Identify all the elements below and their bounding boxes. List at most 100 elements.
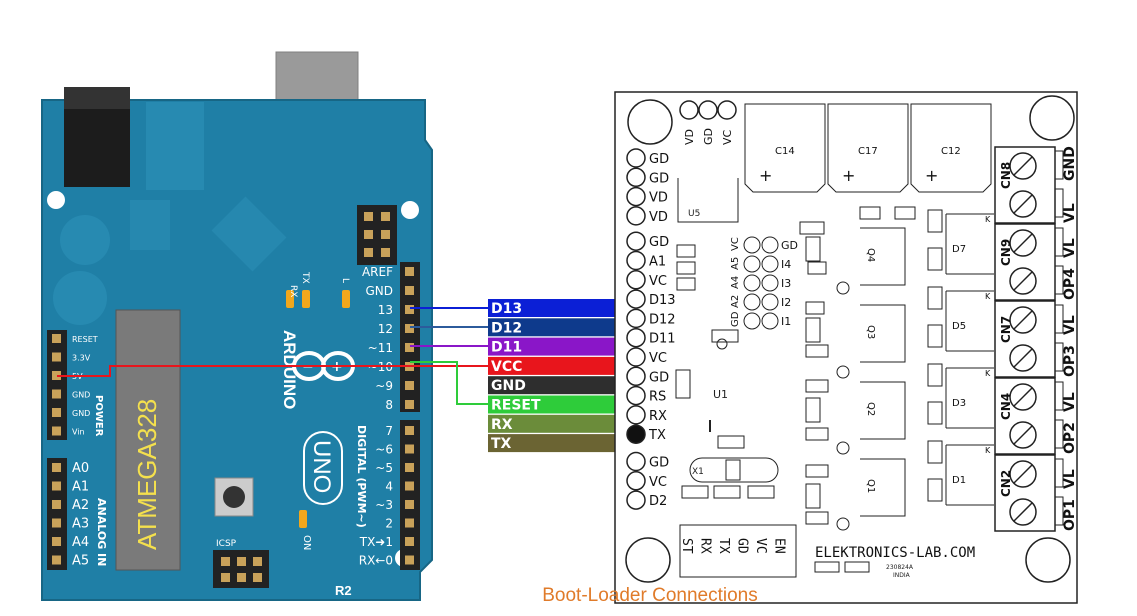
board-pin-label: VC [649, 475, 667, 490]
diode-label: D1 [952, 475, 966, 486]
analog-pin [52, 555, 61, 565]
terminal-screw [1009, 383, 1037, 411]
board-pin [626, 206, 646, 226]
connection-wires [57, 307, 488, 405]
cn11-pin [679, 100, 699, 120]
digital-pin-label: AREF [362, 265, 393, 279]
wire-label: GND [491, 378, 526, 394]
terminal-screw [1009, 421, 1037, 449]
digital-pin-label: ~3 [375, 498, 393, 512]
digital-label: DIGITAL (PWM~) [355, 425, 368, 528]
board-hole [1029, 95, 1075, 141]
uno-label: UNO [308, 440, 335, 493]
capacitor-label: C17 [858, 146, 878, 157]
terminal-screw [1009, 229, 1037, 257]
diode-label: D5 [952, 321, 966, 332]
digital-pin-label: 12 [378, 322, 393, 336]
cn12-left-label: A4 [730, 276, 741, 289]
digital-pin-label: 7 [385, 424, 393, 438]
mount-hole [47, 191, 65, 209]
terminal-cn-label: CN4 [999, 393, 1013, 420]
cn11-pin [698, 100, 718, 120]
capacitor-label: C12 [941, 146, 961, 157]
digital-pin [405, 537, 414, 546]
analog-pin-label: A1 [72, 480, 89, 495]
cn11-pin-label: VD [683, 129, 696, 145]
analog-pin-label: A5 [72, 554, 89, 569]
mosfet [860, 304, 906, 363]
diode-label: D3 [952, 398, 966, 409]
board-pin [626, 385, 646, 406]
digital-pin [405, 500, 414, 509]
prog-pin-label: TX [716, 538, 731, 554]
board-pin-label: VC [649, 274, 667, 289]
power-pin-label: GND [72, 409, 90, 418]
terminal-screw [1009, 190, 1037, 218]
board-pin-label: D2 [649, 494, 667, 509]
power-pin-label: Vin [72, 428, 85, 437]
cn12-right-label: I4 [781, 258, 791, 271]
board-pin [626, 424, 646, 444]
analog-pin [52, 518, 61, 528]
digital-pin [405, 463, 414, 472]
cn11-pin [717, 100, 737, 120]
terminal-screw [1009, 306, 1037, 334]
atmega-chip-label: ATMEGA328 [132, 399, 162, 550]
analog-pin [52, 463, 61, 472]
digital-pin-label: RX←0 [359, 554, 393, 568]
digital-pin [405, 267, 414, 276]
x1-label: X1 [692, 467, 704, 477]
cn12-pin [743, 293, 761, 311]
led-tx [302, 290, 310, 308]
digital-pin-label: GND [365, 284, 393, 298]
wire-label-box [488, 299, 615, 317]
mosfet [860, 381, 906, 440]
capacitor-label: C14 [775, 146, 795, 157]
prog-pin-label: VC [753, 538, 768, 554]
power-pin [52, 408, 61, 417]
cn12-pin [743, 312, 761, 330]
led-on [299, 510, 307, 528]
terminal-top-label: VL [1062, 469, 1078, 489]
arduino-board: ATMEGA328 RX TX L ON − + ARDUINO UNO [41, 51, 433, 601]
board-pin [626, 250, 646, 271]
cn12-pin [761, 255, 779, 273]
analog-pin [52, 500, 61, 509]
digital-pin-label: 8 [385, 398, 393, 412]
wire-label-box [488, 395, 615, 414]
mosfet-label: Q4 [865, 248, 876, 262]
board-hole [1025, 537, 1071, 583]
cn12-right-label: I1 [781, 315, 791, 328]
board-country: INDIA [893, 572, 911, 579]
board-pin [626, 451, 646, 472]
terminal-top-label: VL [1062, 238, 1078, 258]
capacitor-polarity: + [759, 166, 772, 185]
board-pin-label: TX [648, 428, 666, 443]
board-pin-label: GD [649, 370, 669, 385]
terminal-block [994, 300, 1056, 378]
wire-label-box [488, 337, 615, 356]
terminal-block [994, 146, 1056, 224]
digital-pin-label: 4 [385, 480, 393, 494]
icsp-top-header [357, 205, 397, 265]
terminal-top-label: VL [1062, 315, 1078, 335]
terminal-cn-label: CN9 [999, 239, 1013, 266]
cn11-pin-label: GD [702, 128, 715, 145]
digital-pin [405, 305, 414, 314]
analog-pin [52, 481, 61, 491]
board-pin-label: GD [649, 235, 669, 250]
caption: Boot-Loader Connections [542, 585, 758, 606]
capacitor-polarity: + [842, 166, 855, 185]
u1-label: U1 [713, 388, 728, 401]
cn12-pin [743, 236, 761, 254]
digital-pin-label: ~5 [375, 461, 393, 475]
board-hole [627, 99, 673, 145]
digital-pin [405, 444, 414, 454]
analog-label: ANALOG IN [95, 498, 108, 566]
wire-label-box [488, 376, 615, 395]
power-pin [52, 426, 61, 436]
power-header [47, 330, 67, 440]
digital-pin-label: 13 [378, 303, 393, 317]
digital-pin [405, 400, 414, 409]
